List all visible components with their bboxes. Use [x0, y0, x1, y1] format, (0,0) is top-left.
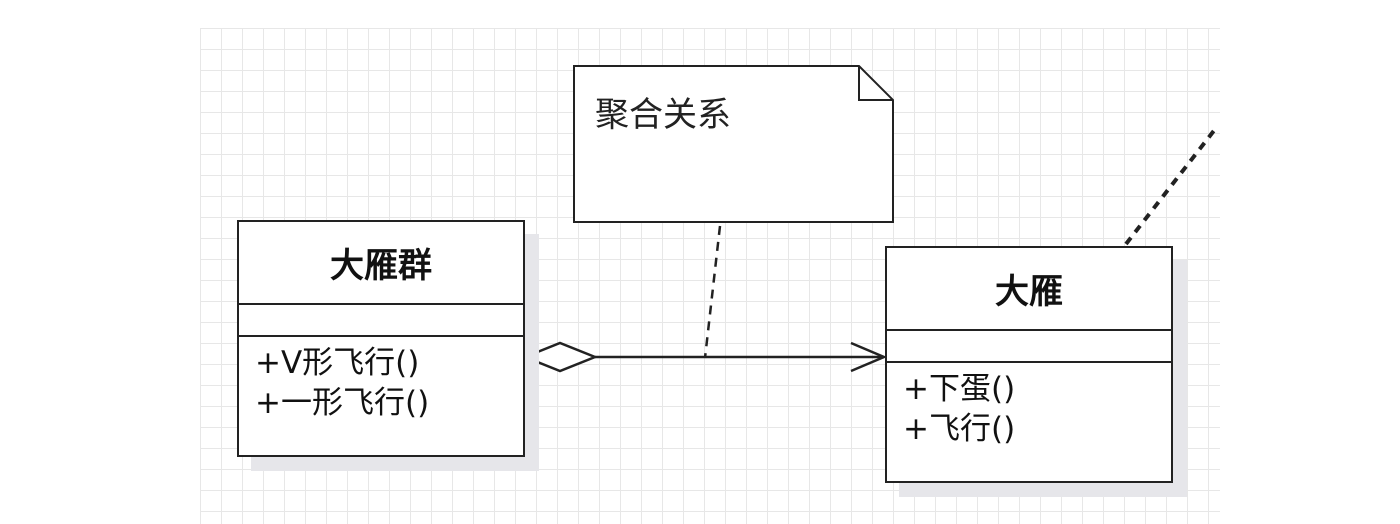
class-name: 大雁群: [239, 222, 523, 305]
attributes-section: [239, 305, 523, 337]
note-shape: [573, 65, 894, 223]
note-fold-corner: [858, 66, 893, 101]
operations-section: +下蛋() +飞行(): [887, 363, 1171, 449]
attributes-section: [887, 331, 1171, 363]
note-text: 聚合关系: [595, 95, 731, 135]
operations-section: +V形飞行() +一形飞行(): [239, 337, 523, 423]
note[interactable]: 聚合关系: [573, 65, 895, 224]
operation-item: +飞行(): [903, 411, 1016, 447]
class-flock[interactable]: 大雁群 +V形飞行() +一形飞行(): [237, 220, 525, 457]
class-goose[interactable]: 大雁 +下蛋() +飞行(): [885, 246, 1173, 483]
operation-item: +一形飞行(): [255, 385, 430, 421]
note-body: [573, 65, 894, 223]
operation-item: +下蛋(): [903, 371, 1016, 407]
class-name: 大雁: [887, 248, 1171, 331]
operation-item: +V形飞行(): [255, 345, 420, 381]
